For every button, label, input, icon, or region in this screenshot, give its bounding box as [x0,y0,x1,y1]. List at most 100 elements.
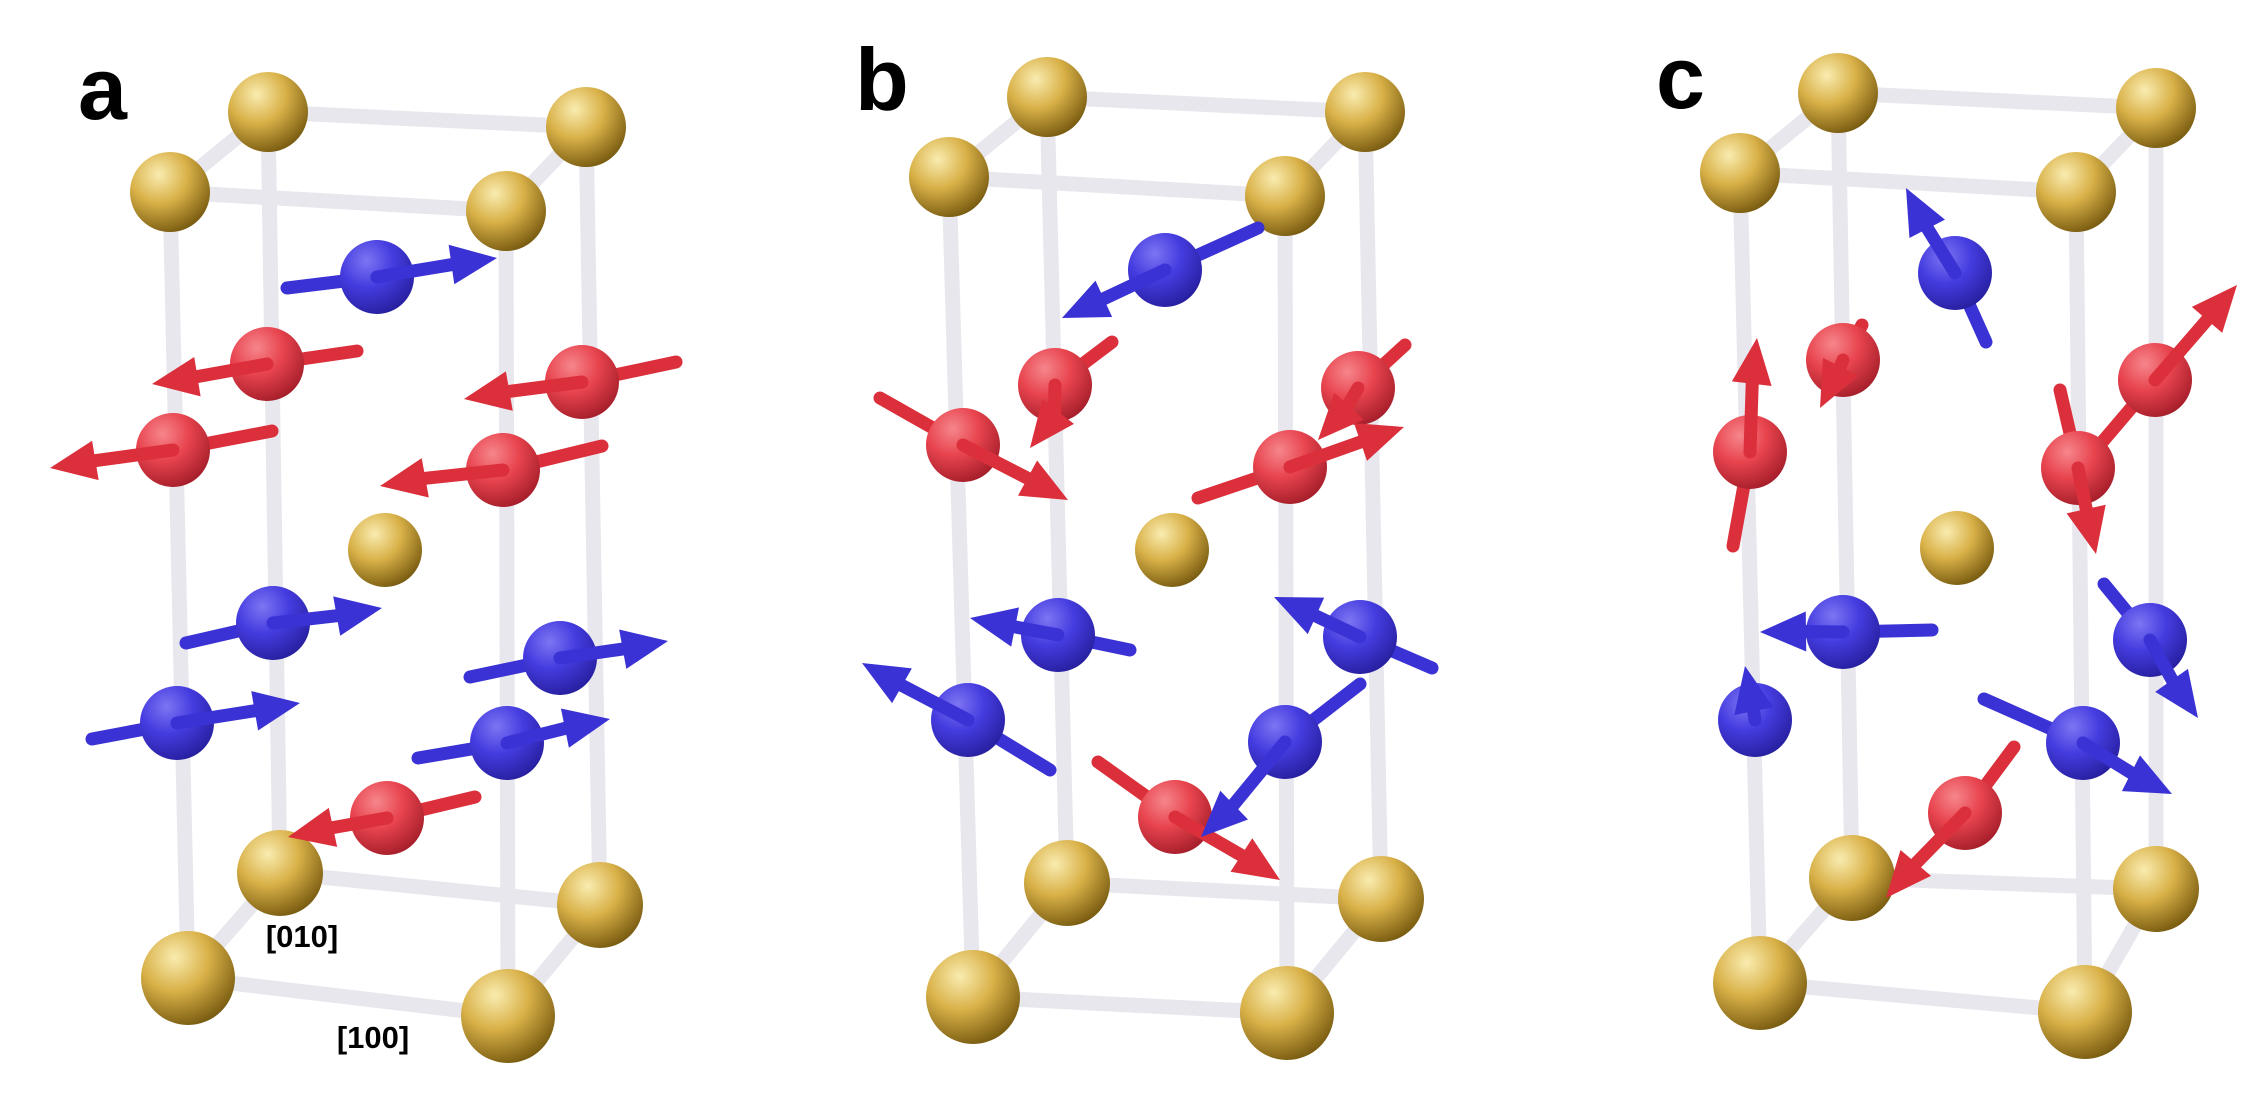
spin-arrow-head-blue [1201,790,1249,837]
spin-arrow-shaft-blue [170,703,268,730]
gold-atom-corner [1245,156,1325,236]
spin-arrow-head-blue [251,691,300,731]
spin-arrow-shaft-red [184,357,274,385]
spin-arrow-shaft-blue [500,720,578,750]
spin-arrow-shaft-blue [1917,216,1962,280]
magnetic-atom-blue [85,686,300,760]
spin-arrow-shaft-blue [1303,606,1367,644]
magnetic-atom-red [380,433,609,507]
spin-arrow-head-red [152,356,201,397]
gold-atom-corner [909,137,989,217]
spin-arrow-head-red [464,371,513,411]
spin-arrow-shaft-blue [1091,263,1172,308]
gold-atom-corner [1713,936,1807,1030]
panel-label-a: a [78,39,128,138]
spin-arrow-shaft-red [2071,461,2094,522]
spin-arrow-head-blue [1906,188,1945,239]
spin-arrow-shaft-blue [370,257,464,284]
gold-atom-corner [1325,72,1405,152]
magnetic-atom-red [1091,755,1280,880]
spin-arrow-shaft-red [1743,371,1759,459]
spin-arrow-head-red [380,458,429,498]
magnetic-atom-red [1191,423,1404,505]
magnetic-atom-blue [1062,221,1265,318]
spin-arrow-head-blue [970,607,1020,647]
magnetic-atom-blue [463,621,668,695]
magnetic-atom-blue [179,586,382,660]
unit-cell-edge [1752,975,2093,1020]
magnetic-atom-red [1713,338,1787,553]
panel-b [862,57,1439,1060]
gold-atom-corner [557,862,643,948]
spin-arrow-shaft-red [1905,806,1972,874]
gold-atom-corner [2113,846,2199,932]
axis-label-100: [100] [337,1020,409,1055]
spin-arrow-shaft-blue [553,641,636,665]
spin-arrow-head-blue [448,244,497,285]
gold-atom-corner [466,171,546,251]
magnetic-atom-blue [280,240,497,314]
gold-atom-corner [228,72,308,152]
panel-label-b: b [855,30,909,129]
gold-atom-corner [546,87,626,167]
spin-arrow-shaft-red [956,438,1040,488]
magnetic-atom-blue [970,598,1137,672]
gold-atom-corner [2036,152,2116,232]
magnetic-atom-blue [411,706,610,780]
magnetic-atom-red [464,345,683,419]
unit-cell-edge [162,184,514,219]
spin-arrow-shaft-red [1168,810,1253,865]
gold-atom-corner [1338,856,1424,942]
magnetic-atom-red [152,327,364,401]
spin-arrow-head-red [50,440,99,481]
axis-label-010: [010] [266,919,338,954]
unit-cell-edge [260,104,288,881]
unit-cell-edge [180,970,516,1024]
unit-cell-edge [1059,875,1389,907]
spin-arrow-shaft-red [320,811,394,836]
magnetic-atom-red [2041,383,2115,554]
magnetic-atom-red [50,413,279,487]
unit-cell-edge [1830,85,1860,886]
magnetic-atom-red [2091,285,2237,454]
spin-arrow-shaft-blue [266,608,350,630]
spin-arrow-head-blue [1734,666,1774,716]
panel-a [50,72,683,1063]
unit-cell-edge [1830,85,2164,116]
gold-atom-corner [1700,133,1780,213]
gold-atom-center [348,513,422,587]
gold-atom-corner [461,969,555,1063]
magnetic-atom-red [1886,740,2021,898]
spin-arrow-shaft-blue [2076,736,2143,783]
spin-arrow-head-red [2066,504,2106,554]
panel-c [1700,53,2237,1059]
spin-arrow-shaft-blue [1002,619,1065,642]
spin-arrow-head-red [1731,338,1772,386]
magnetic-atom-blue [1718,666,1792,757]
magnetic-atom-blue [1201,677,1367,837]
magnetic-atom-red [1806,318,1880,408]
spin-arrow-head-blue [1062,280,1113,318]
spin-arrow-head-red [1018,460,1068,500]
gold-atom-corner [1024,840,1110,926]
magnetic-atom-blue [862,663,1057,777]
spin-arrow-head-blue [2155,668,2198,718]
gold-atom-corner [926,950,1020,1044]
spin-arrow-shaft-red [496,375,589,399]
spin-arrow-head-blue [333,596,382,636]
spin-arrow-head-blue [619,629,668,669]
spin-arrow-head-red [2191,285,2237,333]
gold-atom-corner [1007,57,1087,137]
gold-atom-corner [237,830,323,916]
unit-cell-edge [272,865,608,913]
gold-atom-corner [141,931,235,1025]
magnetic-atom-red [873,391,1068,500]
spin-arrow-head-blue [862,663,912,704]
unit-cell-edge [498,203,516,1024]
spin-arrow-head-blue [1274,597,1325,635]
magnetic-atom-red [288,781,482,855]
spin-arrow-head-red [1230,838,1280,880]
unit-cell-edge [1732,165,1768,991]
spin-arrow-shaft-red [2148,308,2218,387]
